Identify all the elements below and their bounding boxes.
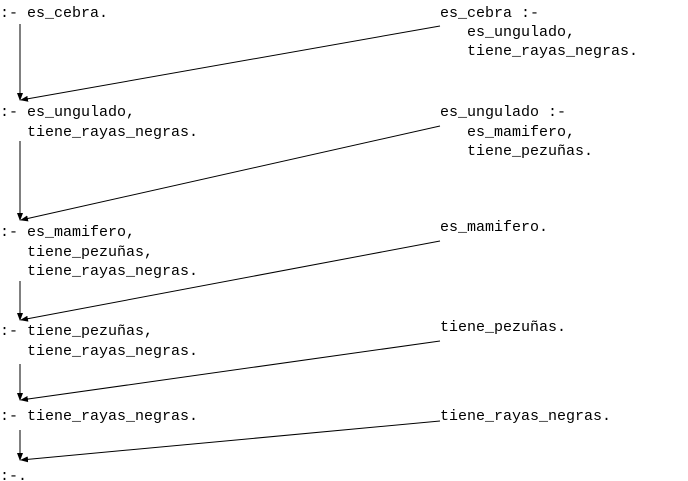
goal-0: :- es_cebra. (0, 5, 153, 22)
clause-1: es_ungulado :- es_mamifero, tiene_pezuña… (440, 104, 638, 160)
goal-1-line-1: tiene_rayas_negras. (0, 124, 198, 141)
goal-1: :- es_ungulado, tiene_rayas_negras. (0, 104, 243, 141)
goal-4-line-0: :- tiene_rayas_negras. (0, 408, 198, 425)
clause-arrow-1 (20, 125, 441, 222)
goal-3: :- tiene_pezuñas, tiene_rayas_negras. (0, 323, 243, 360)
goal-4: :- tiene_rayas_negras. (0, 408, 243, 425)
goal-column: :- es_cebra. :- es_ungulado, tiene_rayas… (0, 5, 243, 481)
clause-2: es_mamifero. (440, 219, 593, 236)
goal-2-line-1: tiene_pezuñas, (0, 244, 153, 261)
clause-0-line-1: es_ungulado, (440, 24, 575, 41)
goal-3-line-0: :- tiene_pezuñas, (0, 323, 153, 340)
clause-4: tiene_rayas_negras. (440, 408, 656, 425)
clause-1-line-1: es_mamifero, (440, 124, 575, 141)
clause-arrow-0 (20, 25, 441, 102)
clause-3: tiene_pezuñas. (440, 319, 611, 336)
clause-arrow-2 (20, 240, 441, 322)
goal-2-line-0: :- es_mamifero, (0, 224, 135, 241)
clause-4-line-0: tiene_rayas_negras. (440, 408, 611, 425)
goal-2-line-2: tiene_rayas_negras. (0, 263, 198, 280)
goal-5: :-. (0, 468, 72, 481)
goal-2: :- es_mamifero, tiene_pezuñas, tiene_ray… (0, 224, 243, 280)
goal-0-line-0: :- es_cebra. (0, 5, 108, 22)
goal-1-line-0: :- es_ungulado, (0, 104, 135, 121)
clause-2-line-0: es_mamifero. (440, 219, 548, 236)
clause-3-line-0: tiene_pezuñas. (440, 319, 566, 336)
goal-5-line-0: :-. (0, 468, 27, 481)
clause-arrows (20, 25, 441, 463)
clause-1-line-2: tiene_pezuñas. (440, 143, 593, 160)
clause-0-line-0: es_cebra :- (440, 5, 539, 22)
goal-3-line-1: tiene_rayas_negras. (0, 343, 198, 360)
clause-0-line-2: tiene_rayas_negras. (440, 43, 638, 60)
clause-arrow-4 (20, 420, 441, 463)
clause-arrow-3 (20, 340, 441, 402)
clause-0: es_cebra :- es_ungulado, tiene_rayas_neg… (440, 5, 683, 60)
clause-column: es_cebra :- es_ungulado, tiene_rayas_neg… (440, 5, 683, 425)
clause-1-line-0: es_ungulado :- (440, 104, 566, 121)
